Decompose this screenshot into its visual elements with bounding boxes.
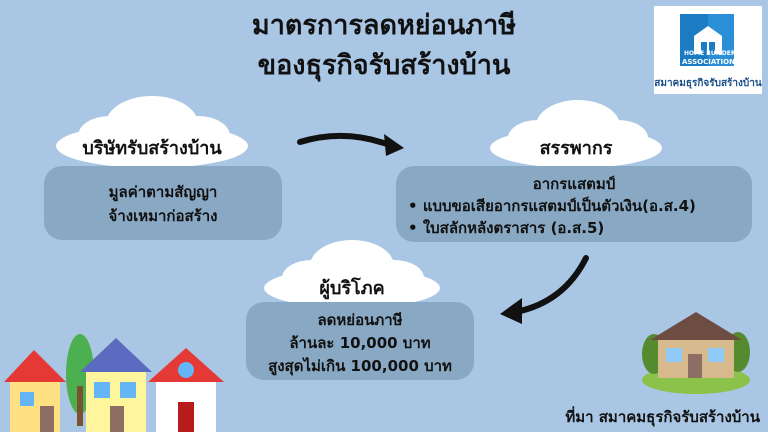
cloud-consumer-icon bbox=[264, 240, 440, 308]
cloud-revenue-icon bbox=[490, 100, 662, 168]
logo-top-text: HOME BUILDER bbox=[684, 50, 736, 57]
revenue-heading: สรรพากร bbox=[539, 138, 613, 159]
revenue-item-2: • ใบสลักหลังตราสาร (อ.ส.5) bbox=[408, 219, 605, 237]
builder-line-2: จ้างเหมาก่อสร้าง bbox=[108, 207, 218, 225]
arrow-right-icon bbox=[297, 132, 404, 156]
consumer-line-2: ล้านละ 10,000 บาท bbox=[289, 334, 431, 352]
builder-line-1: มูลค่าตามสัญญา bbox=[108, 183, 218, 201]
logo-name: ASSOCIATION bbox=[682, 58, 735, 66]
cloud-builder-icon bbox=[56, 96, 248, 168]
association-logo: HOME BUILDER ASSOCIATION สมาคมธุรกิจรับส… bbox=[654, 6, 762, 94]
logo-thai: สมาคมธุรกิจรับสร้างบ้าน bbox=[654, 78, 762, 89]
revenue-title: อากรแสตมป์ bbox=[532, 175, 616, 193]
house-right-illustration-icon bbox=[642, 312, 750, 394]
revenue-box: อากรแสตมป์ • แบบขอเสียอากรแสตมป์เป็นตัวเ… bbox=[396, 166, 752, 242]
arrow-down-left-icon bbox=[500, 255, 589, 324]
revenue-item-1: • แบบขอเสียอากรแสตมป์เป็นตัวเงิน(อ.ส.4) bbox=[408, 197, 696, 215]
builder-box: มูลค่าตามสัญญา จ้างเหมาก่อสร้าง bbox=[44, 166, 282, 240]
consumer-heading: ผู้บริโภค bbox=[319, 278, 385, 299]
consumer-line-1: ลดหย่อนภาษี bbox=[317, 311, 403, 329]
title-line-2: ของธุรกิจรับสร้างบ้าน bbox=[257, 50, 511, 81]
consumer-box: ลดหย่อนภาษี ล้านละ 10,000 บาท สูงสุดไม่เ… bbox=[246, 302, 474, 380]
title-line-1: มาตรการลดหย่อนภาษี bbox=[251, 10, 517, 41]
builder-heading: บริษัทรับสร้างบ้าน bbox=[82, 138, 222, 159]
houses-illustration-icon bbox=[4, 334, 224, 432]
house-logo-icon bbox=[680, 14, 734, 66]
source-footer: ที่มา สมาคมธุรกิจรับสร้างบ้าน bbox=[565, 408, 760, 426]
page-title: มาตรการลดหย่อนภาษี ของธุรกิจรับสร้างบ้าน bbox=[0, 6, 768, 86]
consumer-line-3: สูงสุดไม่เกิน 100,000 บาท bbox=[268, 357, 452, 375]
